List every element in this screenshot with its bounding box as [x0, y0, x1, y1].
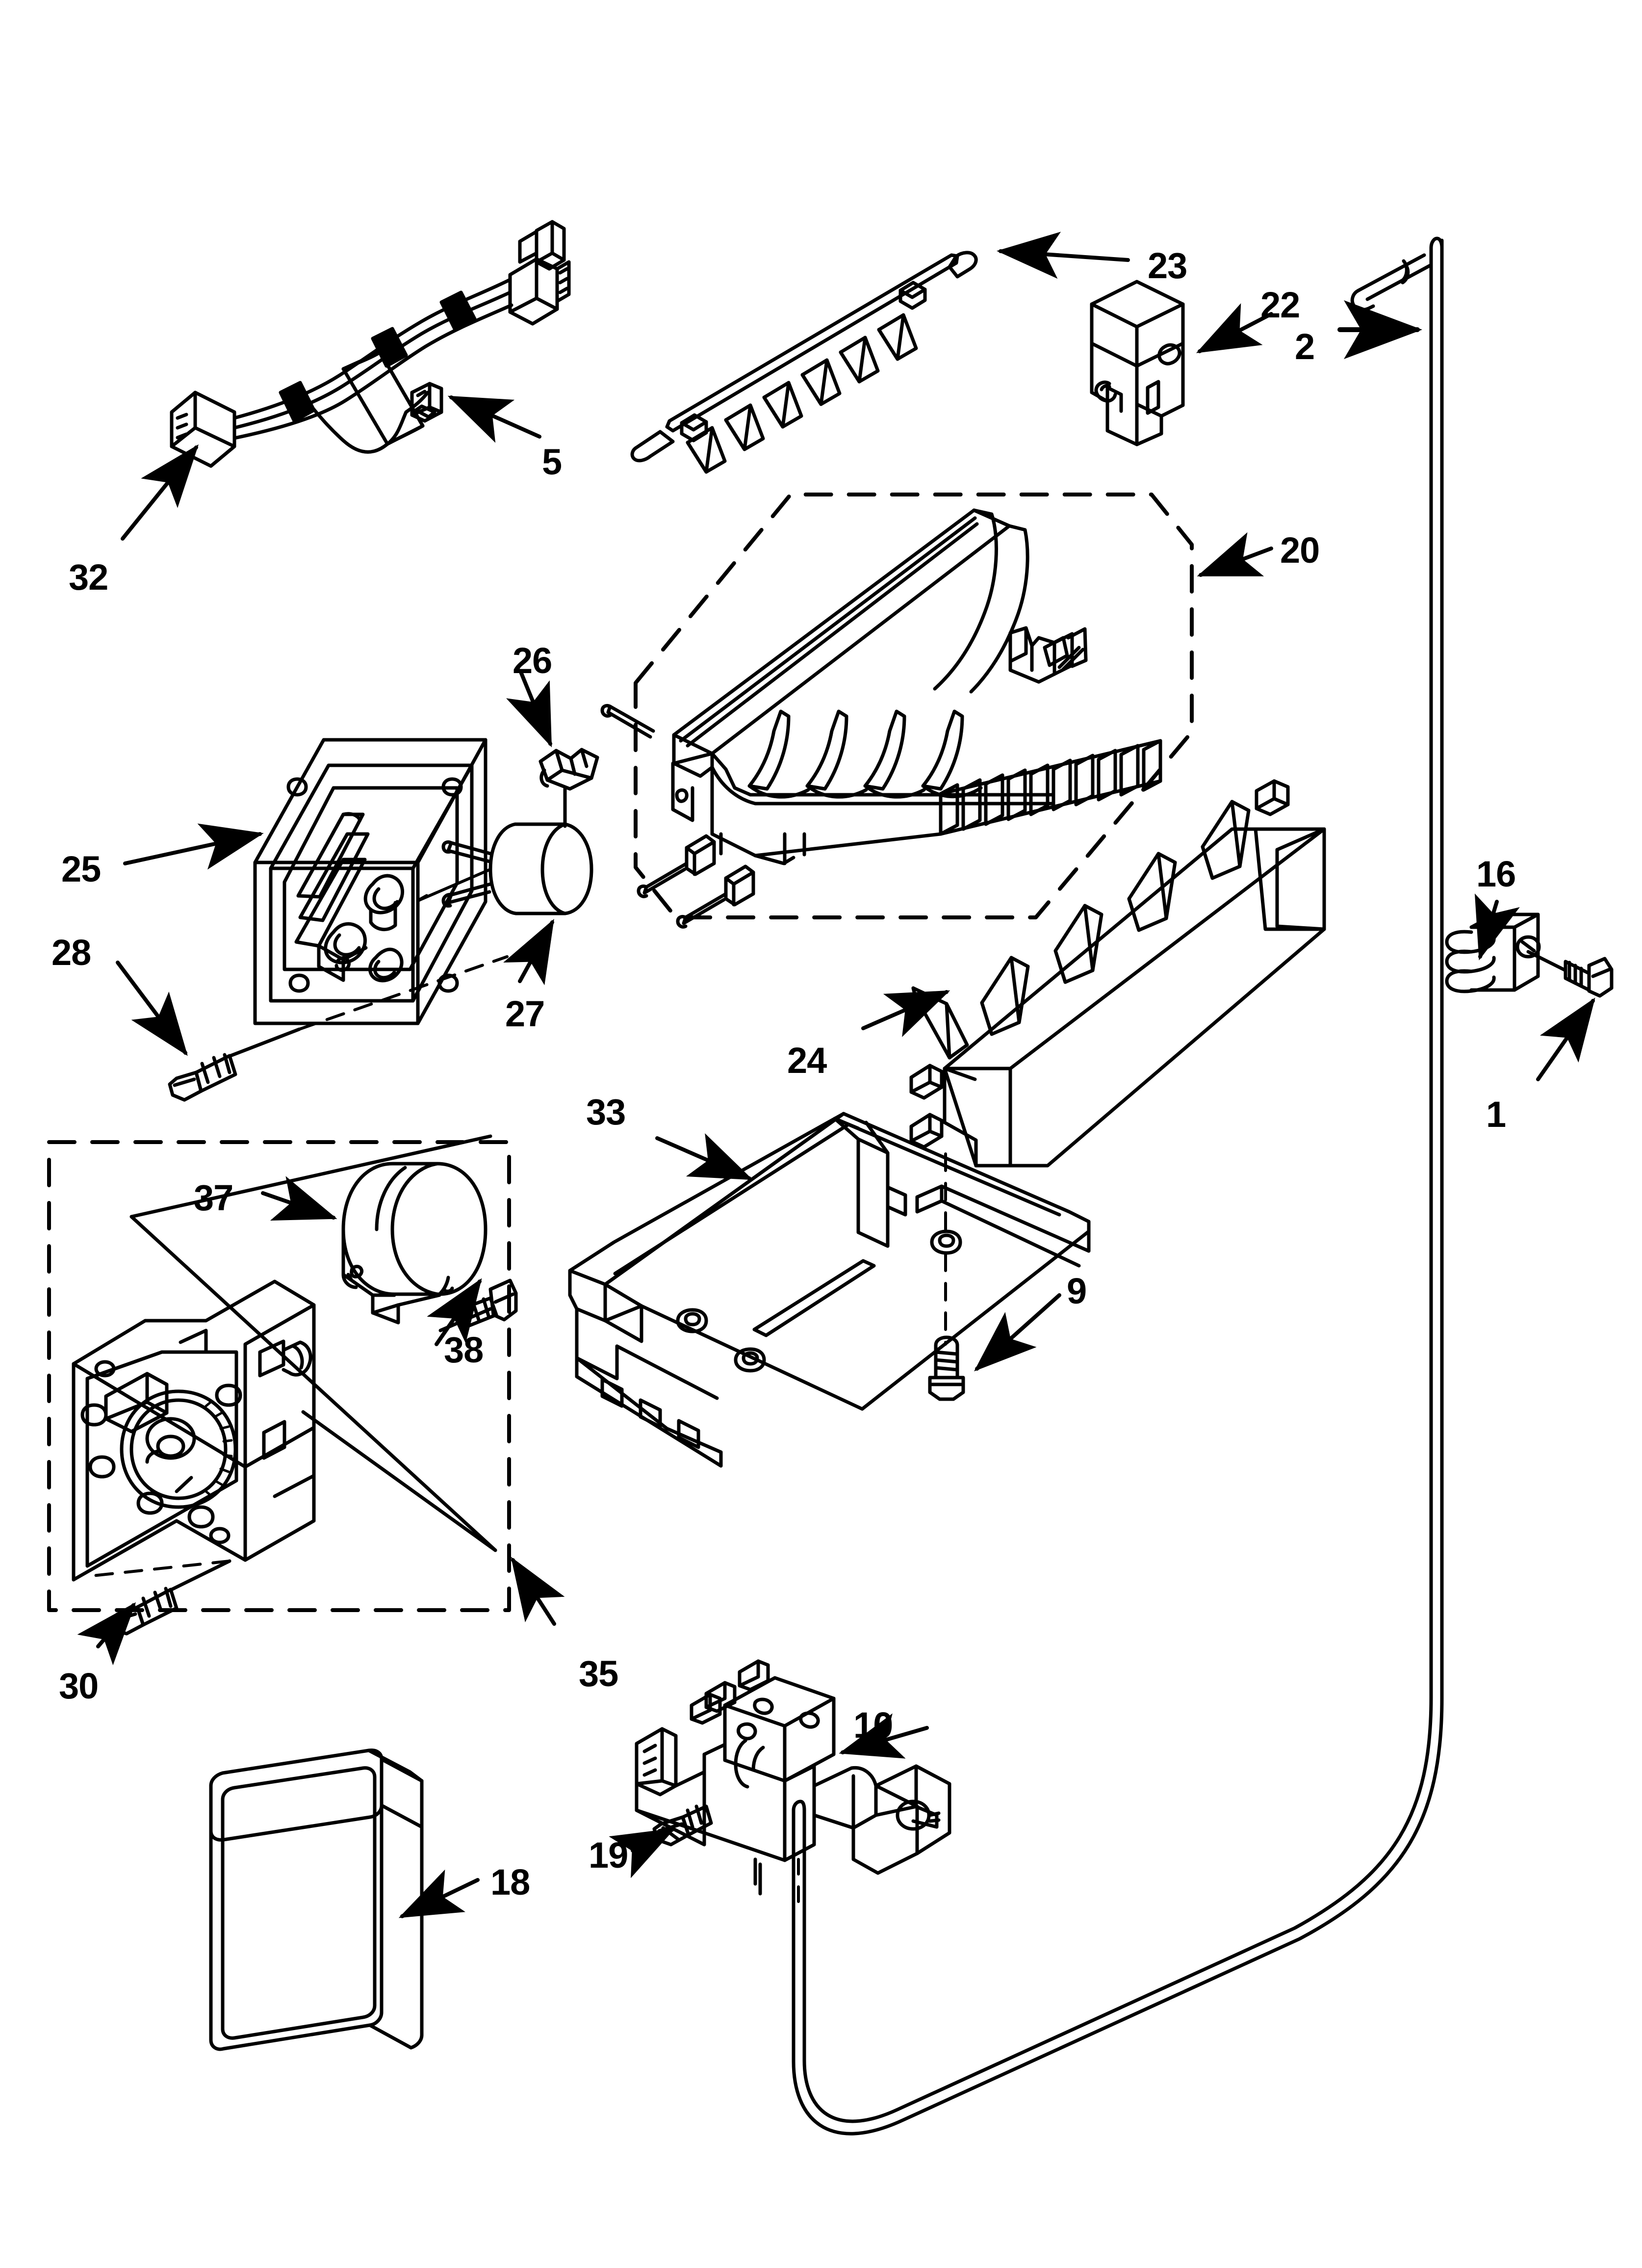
part-water-inlet-valve	[635, 1659, 951, 1896]
callout-33: 33	[586, 1092, 626, 1132]
leader-16	[1474, 893, 1520, 961]
group-box-35	[47, 1140, 511, 1612]
leader-38	[427, 1278, 482, 1346]
callout-30: 30	[59, 1666, 99, 1706]
part-ejector-coupling	[539, 748, 599, 791]
group-box-20	[634, 493, 1194, 919]
leader-20	[1197, 532, 1273, 577]
part-shroud-screw-9	[928, 1335, 965, 1401]
leader-27	[503, 918, 554, 986]
callout-18: 18	[490, 1862, 530, 1903]
callout-16: 16	[1476, 854, 1516, 894]
leader-26	[506, 670, 552, 748]
leader-33	[655, 1133, 753, 1180]
leader-25	[123, 823, 264, 870]
part-water-fill-cup	[1090, 280, 1185, 446]
part-ice-stripper	[909, 779, 1326, 1168]
leader-24	[861, 990, 950, 1037]
callout-1: 1	[1486, 1094, 1506, 1135]
callout-19: 19	[589, 1835, 628, 1876]
part-clip-bracket	[1445, 912, 1541, 993]
leader-5	[447, 395, 541, 443]
callout-23: 23	[1148, 245, 1187, 286]
leader-9	[974, 1293, 1061, 1372]
part-insulation-pad	[209, 1748, 424, 2051]
callout-9: 9	[1067, 1271, 1087, 1311]
leader-22	[1196, 303, 1273, 353]
part-ice-mold-assembly	[600, 508, 1162, 929]
part-bracket-screw-1	[1526, 950, 1614, 998]
part-module-screw-28	[168, 1027, 301, 1102]
leader-28	[116, 961, 188, 1056]
part-motor-support-plate	[72, 1279, 316, 1582]
leader-10	[839, 1713, 929, 1759]
leader-32	[121, 444, 199, 541]
part-control-module-housing	[253, 738, 487, 1025]
part-drive-gear	[441, 787, 593, 915]
part-drive-motor	[341, 1162, 487, 1325]
callout-26: 26	[513, 640, 552, 681]
leader-19	[609, 1828, 676, 1878]
callout-32: 32	[69, 557, 108, 598]
part-wiring-harness	[170, 220, 571, 468]
callout-27: 27	[505, 993, 545, 1034]
callout-5: 5	[542, 442, 562, 482]
callout-38: 38	[444, 1330, 484, 1370]
callout-35: 35	[579, 1653, 618, 1694]
leader-35	[511, 1557, 565, 1626]
part-ejector-blade-assembly	[630, 251, 978, 474]
part-wire-clip	[410, 382, 443, 423]
part-mounting-bracket-shroud	[568, 1112, 1091, 1468]
leader-30	[77, 1602, 136, 1666]
leader-23	[997, 232, 1130, 279]
leader-18	[398, 1869, 480, 1918]
callout-24: 24	[787, 1040, 827, 1081]
callout-10: 10	[853, 1705, 893, 1746]
callout-37: 37	[194, 1177, 233, 1218]
callout-28: 28	[51, 932, 91, 973]
callout-2: 2	[1295, 326, 1315, 367]
part-water-fill-tube	[792, 236, 1444, 2136]
callout-25: 25	[61, 849, 101, 889]
leader-1	[1536, 997, 1595, 1081]
callout-20: 20	[1280, 530, 1320, 571]
callout-22: 22	[1260, 285, 1300, 325]
leader-37	[261, 1176, 337, 1221]
